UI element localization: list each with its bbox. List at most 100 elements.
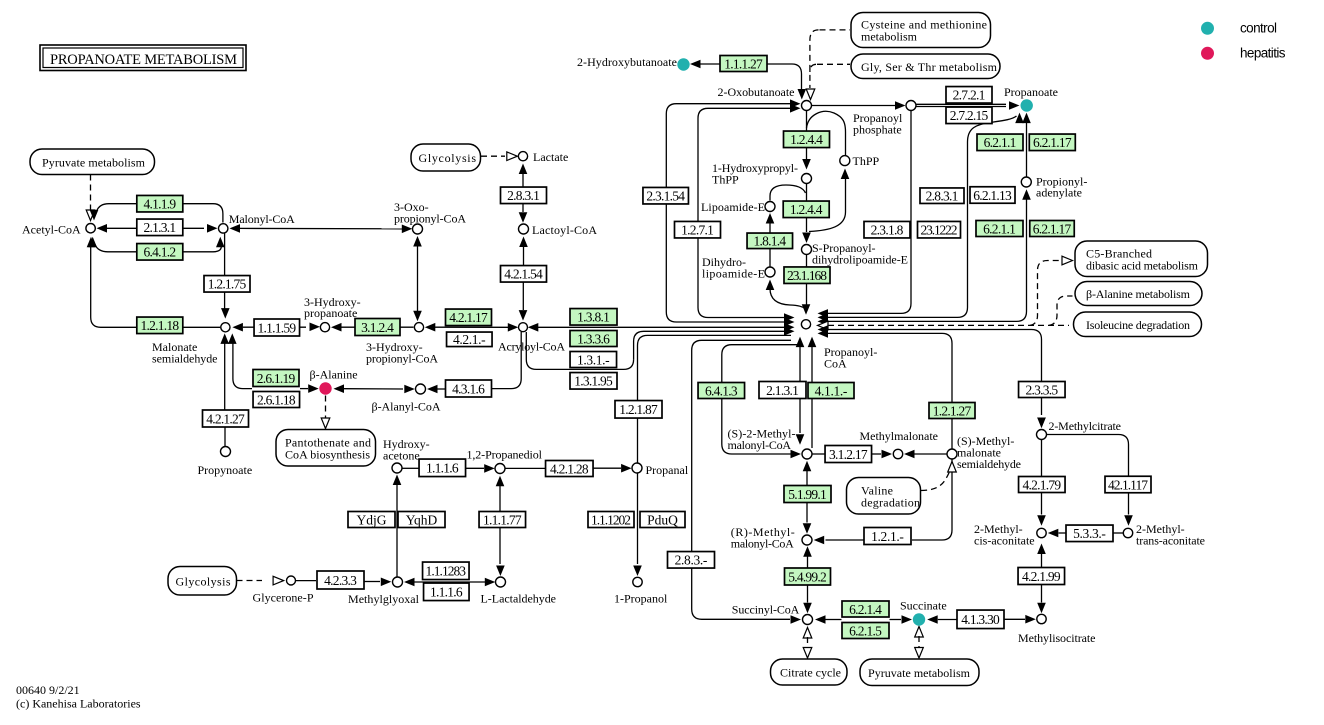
svg-text:6.2.1.17: 6.2.1.17 [1033,135,1072,150]
svg-text:(S)-2-Methyl-: (S)-2-Methyl- [728,427,796,441]
svg-text:2-Methyl-: 2-Methyl- [974,522,1023,536]
svg-text:2.8.3.1: 2.8.3.1 [507,188,540,203]
svg-text:3-Hydroxy-: 3-Hydroxy- [366,340,423,354]
svg-text:6.2.1.4: 6.2.1.4 [849,602,882,617]
svg-text:6.2.1.1: 6.2.1.1 [984,135,1017,150]
svg-text:1.1.1.6: 1.1.1.6 [430,585,463,600]
svg-text:Propionyl-: Propionyl- [1036,175,1087,189]
svg-text:Propanoyl-: Propanoyl- [824,345,877,359]
svg-text:trans-aconitate: trans-aconitate [1136,534,1205,548]
svg-text:4.2.1.17: 4.2.1.17 [449,310,488,325]
svg-text:Methylglyoxal: Methylglyoxal [348,592,420,606]
svg-text:2.6.1.18: 2.6.1.18 [257,392,296,407]
svg-text:4.1.1.9: 4.1.1.9 [143,197,176,212]
svg-text:PROPANOATE METABOLISM: PROPANOATE METABOLISM [50,52,237,68]
svg-text:PduQ: PduQ [647,512,678,527]
svg-text:dihydrolipoamide-E: dihydrolipoamide-E [812,253,908,267]
svg-text:4.3.1.6: 4.3.1.6 [452,381,485,396]
svg-text:3-Oxo-: 3-Oxo- [394,200,429,214]
svg-text:2.6.1.19: 2.6.1.19 [257,371,296,386]
svg-text:YdjG: YdjG [357,512,387,527]
svg-text:Lactate: Lactate [533,150,568,164]
svg-text:3.1.2.4: 3.1.2.4 [361,320,394,335]
svg-text:1.1.1.59: 1.1.1.59 [258,320,297,335]
svg-text:2.1.3.1: 2.1.3.1 [143,220,176,235]
svg-text:Acryloyl-CoA: Acryloyl-CoA [498,340,565,354]
svg-text:4.2.1.79: 4.2.1.79 [1023,477,1062,492]
svg-text:Glycerone-P: Glycerone-P [253,591,314,605]
svg-text:4.2.1.-: 4.2.1.- [453,332,486,347]
svg-text:2-Oxobutanoate: 2-Oxobutanoate [718,85,795,99]
svg-text:1.3.1.-: 1.3.1.- [577,352,610,367]
svg-text:42.1.117: 42.1.117 [1108,477,1148,492]
svg-text:Propanoyl: Propanoyl [853,111,903,125]
svg-text:2-Methyl-: 2-Methyl- [1136,522,1185,536]
svg-text:Acetyl-CoA: Acetyl-CoA [22,223,81,237]
svg-text:4.1.3.30: 4.1.3.30 [961,612,1000,627]
svg-text:S-Propanoyl-: S-Propanoyl- [812,241,876,255]
svg-text:YqhD: YqhD [406,512,438,527]
svg-text:Gly, Ser & Thr metabolism: Gly, Ser & Thr metabolism [861,60,998,74]
svg-text:2.3.1.54: 2.3.1.54 [646,189,685,204]
svg-text:4.2.1.99: 4.2.1.99 [1022,569,1061,584]
svg-text:23.1.168: 23.1.168 [787,268,827,283]
svg-text:malonate: malonate [957,446,1001,460]
svg-text:1.2.1.27: 1.2.1.27 [933,403,972,418]
svg-text:CoA: CoA [824,357,847,371]
svg-text:adenylate: adenylate [1036,186,1082,200]
svg-text:Citrate cycle: Citrate cycle [780,666,841,680]
svg-text:propanoate: propanoate [304,306,357,320]
svg-text:Cysteine and methionine: Cysteine and methionine [861,18,987,32]
svg-text:4.2.3.3: 4.2.3.3 [324,573,357,588]
svg-text:2-Hydroxybutanoate: 2-Hydroxybutanoate [577,55,677,69]
svg-text:1.2.4.4: 1.2.4.4 [790,132,823,147]
svg-text:propionyl-CoA: propionyl-CoA [366,352,438,366]
svg-text:Lipoamide-E: Lipoamide-E [701,200,765,214]
svg-text:metabolism: metabolism [861,30,918,44]
svg-text:2-Methylcitrate: 2-Methylcitrate [1049,419,1122,433]
svg-text:Malonyl-CoA: Malonyl-CoA [229,212,295,226]
svg-text:1-Hydroxypropyl-: 1-Hydroxypropyl- [712,161,798,175]
svg-text:CoA biosynthesis: CoA biosynthesis [285,447,370,461]
svg-text:6.4.1.2: 6.4.1.2 [143,245,176,260]
svg-text:cis-aconitate: cis-aconitate [974,534,1035,548]
svg-text:1.8.1.4: 1.8.1.4 [753,234,786,249]
svg-text:1.2.1.-: 1.2.1.- [871,529,904,544]
svg-text:00640 9/2/21: 00640 9/2/21 [16,683,80,697]
svg-text:6.2.1.13: 6.2.1.13 [973,188,1012,203]
svg-text:1.3.1.95: 1.3.1.95 [574,374,613,389]
svg-text:ThPP: ThPP [712,173,739,187]
svg-text:acetone: acetone [383,449,420,463]
svg-text:degradation: degradation [861,495,920,509]
svg-text:2.7.2.15: 2.7.2.15 [950,108,989,123]
svg-text:6.2.1.17: 6.2.1.17 [1033,221,1072,236]
svg-text:Lactoyl-CoA: Lactoyl-CoA [532,223,597,237]
svg-text:Isoleucine degradation: Isoleucine degradation [1086,318,1190,332]
svg-text:1.1.1283: 1.1.1283 [426,564,467,579]
svg-text:(R)-Methyl-: (R)-Methyl- [731,525,795,539]
svg-text:1.2.7.1: 1.2.7.1 [681,223,714,238]
svg-text:semialdehyde: semialdehyde [152,352,218,366]
svg-text:1.2.1.18: 1.2.1.18 [141,318,180,333]
svg-text:5.3.3.-: 5.3.3.- [1073,526,1106,541]
svg-text:Methylisocitrate: Methylisocitrate [1018,631,1096,645]
svg-text:Propanal: Propanal [646,463,689,477]
svg-text:1.3.3.6: 1.3.3.6 [577,331,610,346]
svg-text:Hydroxy-: Hydroxy- [383,437,430,451]
svg-text:phosphate: phosphate [853,123,902,137]
svg-text:Valine: Valine [861,483,893,497]
svg-text:C5-Branched: C5-Branched [1086,246,1152,260]
svg-text:6.4.1.3: 6.4.1.3 [705,383,738,398]
svg-text:6.2.1.1: 6.2.1.1 [983,221,1016,236]
svg-text:lipoamide-E: lipoamide-E [702,267,765,281]
svg-text:semialdehyde: semialdehyde [957,457,1021,471]
svg-text:β-Alanine: β-Alanine [310,368,358,382]
svg-text:Glycolysis: Glycolysis [176,574,231,588]
svg-text:2.3.3.5: 2.3.3.5 [1025,382,1058,397]
svg-text:4.2.1.54: 4.2.1.54 [504,267,543,282]
svg-text:L-Lactaldehyde: L-Lactaldehyde [481,592,557,606]
svg-text:3.1.2.17: 3.1.2.17 [829,447,868,462]
svg-text:Malonate: Malonate [152,340,197,354]
svg-text:Succinyl-CoA: Succinyl-CoA [732,603,800,617]
svg-text:Propynoate: Propynoate [198,463,253,477]
